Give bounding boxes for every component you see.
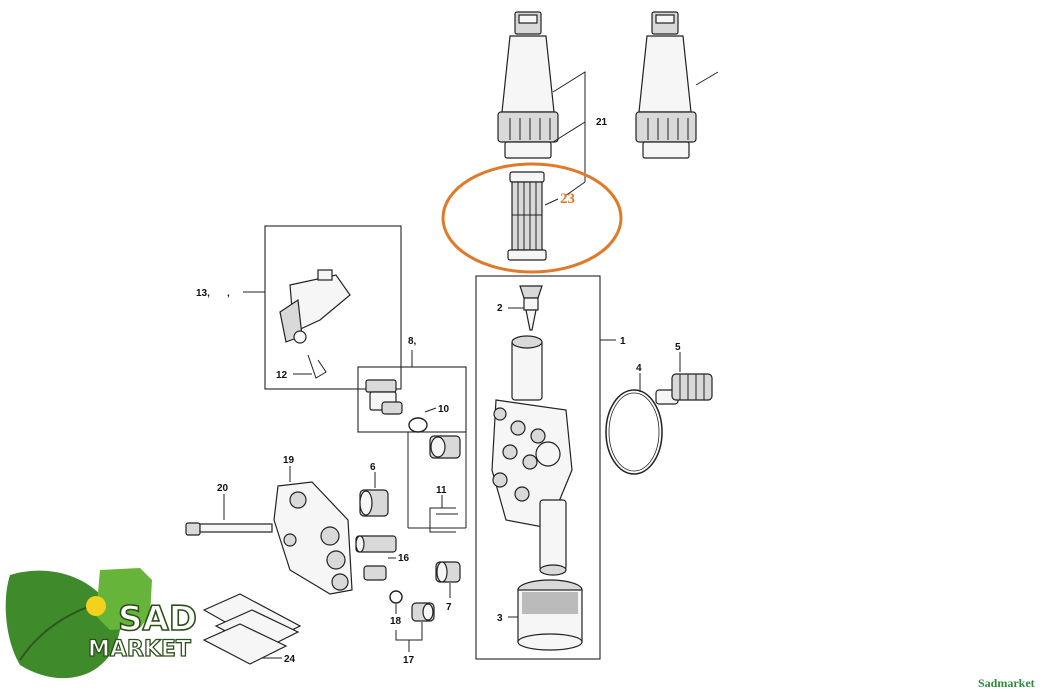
leader-21 xyxy=(552,71,586,197)
label-23: 23 xyxy=(560,191,575,207)
label-1: 1 xyxy=(620,336,626,347)
label-5: 5 xyxy=(675,342,681,353)
watermark: Sadmarket xyxy=(978,676,1035,690)
part-1-box xyxy=(475,275,601,660)
part-19-pump-head xyxy=(273,481,353,595)
label-11: 11 xyxy=(436,485,447,496)
label-13: 13, xyxy=(196,288,210,299)
label-3: 3 xyxy=(497,613,503,624)
part-6-nut xyxy=(359,489,389,517)
part-8-valve xyxy=(365,379,403,415)
label-6: 6 xyxy=(370,462,376,473)
label-21: 21 xyxy=(596,117,608,128)
part-2-nozzle xyxy=(519,285,543,331)
label-13b: , xyxy=(227,288,230,299)
part-16-valve-pair xyxy=(355,535,397,581)
part-23-filter-screen xyxy=(507,171,547,261)
part-4-oring-large xyxy=(605,389,663,475)
part-7-nut xyxy=(435,561,461,583)
part-17-nut xyxy=(411,602,435,622)
label-8: 8, xyxy=(408,336,417,347)
part-21-filter-housing-left xyxy=(497,11,559,159)
part-21-filter-housing-right xyxy=(635,11,719,159)
label-20: 20 xyxy=(217,483,229,494)
label-17: 17 xyxy=(403,655,415,666)
part-18-oring xyxy=(389,590,403,604)
gear-icon xyxy=(96,568,152,630)
logo-line-2: MARKET xyxy=(88,637,191,662)
label-7: 7 xyxy=(446,602,452,613)
label-18: 18 xyxy=(390,616,402,627)
part-24-gasket-sheets xyxy=(202,593,302,665)
highlight-ellipse xyxy=(441,162,623,274)
flower-icon xyxy=(86,596,106,616)
part-12-clip xyxy=(307,354,327,379)
label-4: 4 xyxy=(636,363,642,374)
label-12: 12 xyxy=(276,370,288,381)
part-13-pressure-switch xyxy=(279,231,396,344)
label-24: 24 xyxy=(284,654,296,665)
part-3-strainer xyxy=(517,579,583,651)
part-8-cap xyxy=(429,435,461,459)
part-20-bolt xyxy=(185,522,273,536)
logo-line-1: SAD xyxy=(118,599,197,639)
part-11-clip xyxy=(429,507,458,533)
label-10: 10 xyxy=(438,404,450,415)
part-1-pump-manifold xyxy=(491,335,573,576)
part-10-oring xyxy=(408,417,428,433)
label-2: 2 xyxy=(497,303,503,314)
label-16: 16 xyxy=(398,553,410,564)
part-13-box xyxy=(264,225,402,390)
sadmarket-logo: SAD MARKET xyxy=(5,568,198,679)
label-19: 19 xyxy=(283,455,295,466)
part-5-check-valve xyxy=(655,373,713,405)
